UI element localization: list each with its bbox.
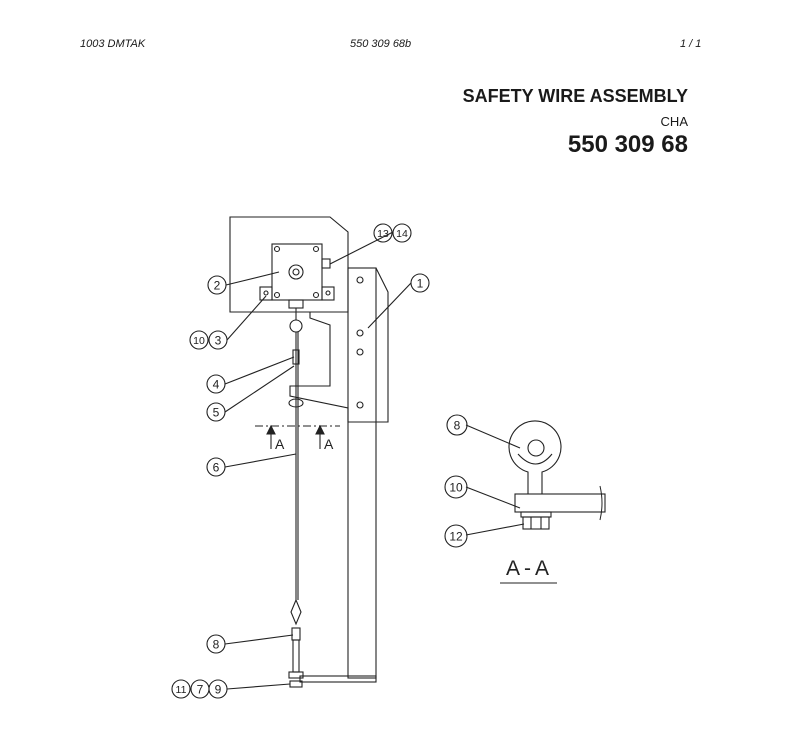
svg-text:1: 1 (417, 277, 424, 291)
svg-text:8: 8 (454, 419, 461, 433)
svg-text:4: 4 (213, 378, 220, 392)
callout-14: 14 (392, 223, 412, 243)
vertical-rail (347, 267, 377, 679)
page-number: 1 / 1 (680, 38, 702, 50)
svg-text:9: 9 (215, 683, 222, 697)
rail-hole (356, 401, 364, 409)
callout-10: 10 (189, 330, 209, 350)
callout-7: 7 (190, 679, 210, 699)
callout-3: 3 (208, 330, 228, 350)
housing-screw (273, 291, 281, 299)
eye-bolt (508, 420, 562, 495)
svg-text:14: 14 (396, 228, 408, 240)
section-marker-right: A (324, 436, 334, 452)
section-arrow-right (315, 424, 325, 435)
svg-text:6: 6 (213, 461, 220, 475)
drawing-part-number: 550 309 68 (567, 131, 688, 158)
callout-10-section: 10 (444, 475, 468, 499)
callout-1: 1 (410, 273, 430, 293)
callout-9: 9 (208, 679, 228, 699)
section-arrow-left (266, 424, 276, 435)
rod-nut (288, 671, 304, 679)
winch-housing (271, 243, 323, 301)
swivel-eye (289, 319, 303, 333)
callout-4: 4 (206, 374, 226, 394)
rail-hole (356, 329, 364, 337)
rail-foot (299, 675, 377, 683)
callout-11: 11 (171, 679, 191, 699)
terminal-sleeve (291, 627, 301, 641)
wire-thimble (290, 598, 302, 626)
svg-text:12: 12 (449, 530, 463, 544)
guide-bracket (289, 267, 389, 423)
callout-12-section: 12 (444, 524, 468, 548)
svg-text:7: 7 (197, 683, 204, 697)
callout-6: 6 (206, 457, 226, 477)
section-nut (522, 516, 550, 530)
winch-drum (288, 264, 304, 280)
section-marker-left: A (275, 436, 285, 452)
section-bar (514, 493, 606, 513)
callout-5: 5 (206, 402, 226, 422)
svg-text:5: 5 (213, 406, 220, 420)
housing-screw (312, 291, 320, 299)
wire-stop (288, 398, 304, 408)
svg-text:2: 2 (214, 279, 221, 293)
drawing-variant: CHA (660, 114, 688, 129)
svg-text:11: 11 (176, 684, 187, 696)
eye-bolt-hole (527, 439, 545, 457)
section-view-label: A-A (506, 557, 553, 580)
callout-8: 8 (206, 634, 226, 654)
document-code: 1003 DMTAK (80, 38, 146, 50)
drawing-title: SAFETY WIRE ASSEMBLY (462, 86, 688, 106)
rail-hole (356, 276, 364, 284)
callout-13: 13 (373, 223, 393, 243)
threaded-rod (292, 639, 300, 673)
mounting-lug-right (321, 286, 335, 301)
section-washer (520, 511, 552, 518)
rail-hole (356, 348, 364, 356)
housing-screw (312, 245, 320, 253)
part-reference: 550 309 68b (350, 38, 412, 50)
callout-2: 2 (207, 275, 227, 295)
mounting-lug-left (259, 286, 273, 301)
svg-text:8: 8 (213, 638, 220, 652)
svg-text:10: 10 (449, 481, 463, 495)
svg-text:3: 3 (215, 334, 222, 348)
svg-text:10: 10 (193, 335, 205, 347)
side-knob (321, 258, 331, 269)
svg-text:13: 13 (377, 228, 389, 240)
housing-screw (273, 245, 281, 253)
callout-8-section: 8 (446, 414, 468, 436)
